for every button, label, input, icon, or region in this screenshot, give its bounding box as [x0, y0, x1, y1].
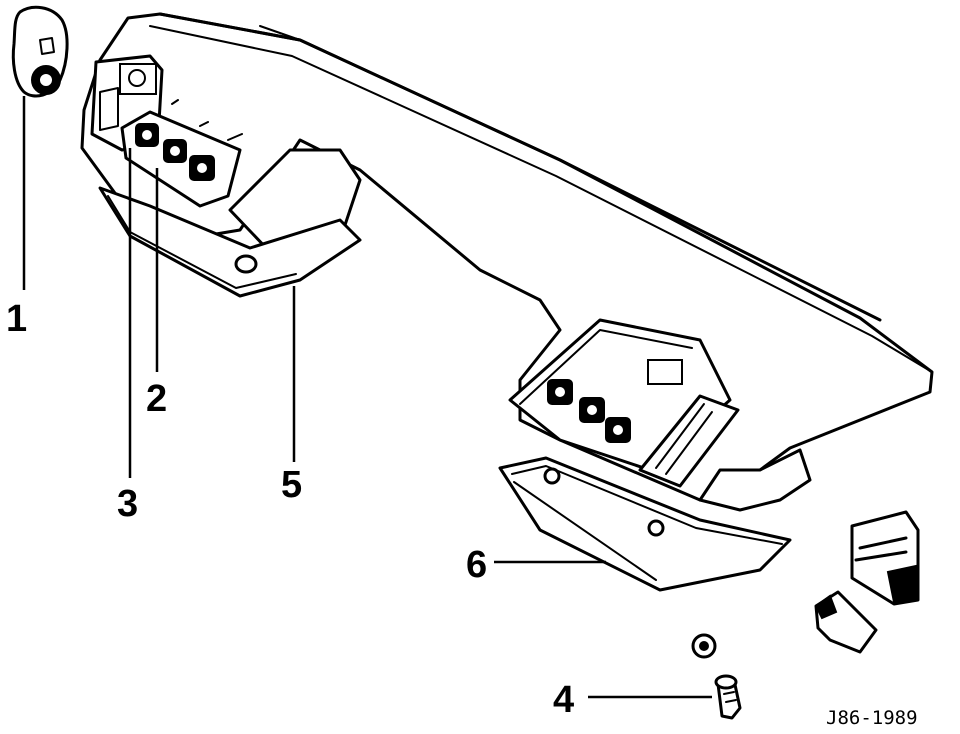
callout-1: 1 [6, 298, 28, 340]
callout-4: 4 [553, 679, 575, 721]
part-4-screw-and-nut [691, 633, 742, 720]
part-console-main-beam [80, 12, 934, 592]
part-1-lamp-housing [11, 5, 69, 98]
callout-3: 3 [117, 483, 139, 525]
callout-5: 5 [281, 464, 303, 506]
callout-2: 2 [146, 378, 168, 420]
callout-6: 6 [466, 544, 488, 586]
part-clip [814, 590, 878, 654]
leader-lines [22, 96, 712, 699]
drawing-code: J86-1989 [826, 707, 918, 729]
part-switch-cap [850, 510, 920, 606]
